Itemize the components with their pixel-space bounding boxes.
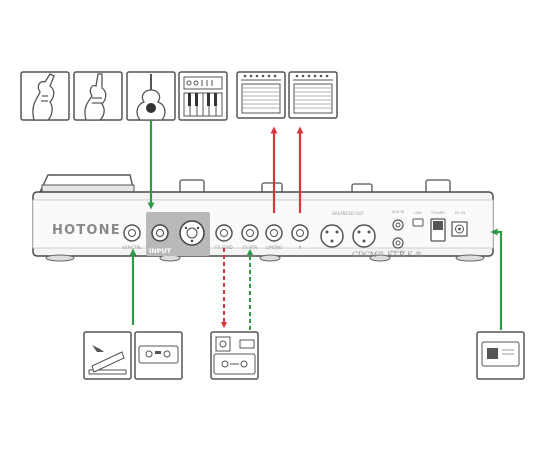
expression-pedal-icon bbox=[83, 331, 132, 380]
amplifier-right-icon bbox=[288, 71, 338, 119]
usb-port bbox=[412, 218, 424, 227]
power-cable bbox=[490, 228, 503, 330]
output-left-jack bbox=[265, 224, 283, 242]
fx-send-jack bbox=[215, 224, 233, 242]
output-right-jack bbox=[291, 224, 309, 242]
balanced-out-label: BALANCED OUT bbox=[332, 211, 364, 216]
power-adapter-icon bbox=[476, 331, 525, 380]
multi-effects-device: HOTONE EXP/CTRL INPUT FX SEND FX R bbox=[32, 174, 494, 262]
fx-return-label: FX RTN bbox=[243, 245, 257, 250]
bass-guitar-icon bbox=[73, 71, 123, 121]
dc-in-label: DC IN bbox=[455, 211, 465, 215]
exp-jack-label: EXP/CTRL bbox=[122, 245, 142, 250]
fx-send-label: FX SEND bbox=[215, 245, 232, 250]
input-jack bbox=[151, 224, 169, 242]
power-switch-label: POWER bbox=[431, 211, 445, 215]
model-logo: CDCM™ F.I.R.E.® bbox=[352, 250, 422, 259]
footswitch-icon bbox=[134, 331, 183, 380]
amplifier-left-icon bbox=[236, 71, 286, 119]
fx-loop-effect-icon bbox=[210, 331, 259, 380]
combo-xlr-jack bbox=[179, 220, 205, 246]
input-label: INPUT bbox=[149, 247, 172, 255]
brand-logo: HOTONE bbox=[52, 223, 121, 238]
xlr-out-left bbox=[320, 224, 344, 248]
output-left-label: L/MONO bbox=[266, 245, 282, 250]
exp-jack bbox=[123, 224, 141, 242]
keyboard-icon bbox=[178, 71, 228, 121]
aux-in-label: AUX IN bbox=[392, 210, 405, 214]
acoustic-guitar-icon bbox=[126, 71, 176, 121]
usb-label: USB bbox=[414, 211, 422, 215]
output-right-label: R bbox=[299, 245, 302, 250]
electric-guitar-icon bbox=[20, 71, 70, 121]
phones-jack bbox=[392, 237, 404, 249]
aux-in-jack bbox=[392, 219, 404, 231]
phones-label: PHONES bbox=[391, 250, 407, 254]
fx-return-jack bbox=[241, 224, 259, 242]
xlr-out-right bbox=[352, 224, 376, 248]
